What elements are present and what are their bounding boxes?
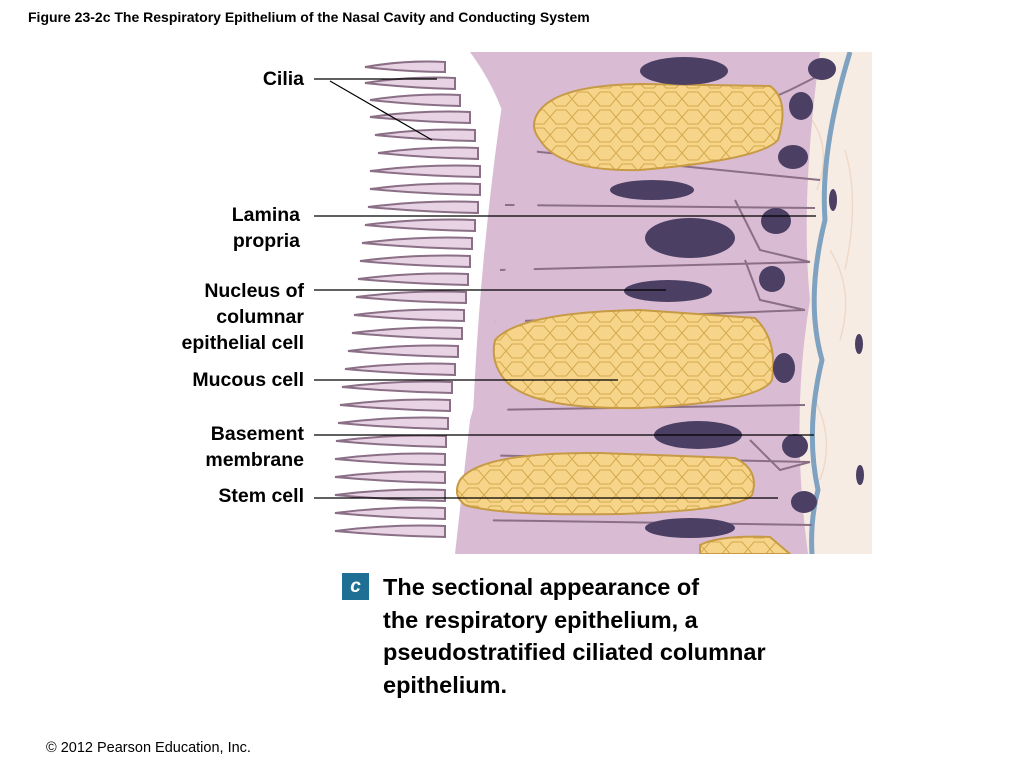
caption-line: epithelium. <box>383 671 508 698</box>
figure-caption: The sectional appearance of the respirat… <box>383 571 853 701</box>
columnar-nucleus <box>645 218 735 258</box>
label-cilia: Cilia <box>262 68 304 90</box>
lamina-nucleus <box>856 465 864 485</box>
stem-nucleus <box>791 491 817 513</box>
caption-line: the respiratory epithelium, a <box>383 606 698 633</box>
label-lamina-propria: Lamina propria <box>231 204 300 252</box>
stem-nucleus <box>789 92 813 120</box>
mucous-cell <box>699 535 792 554</box>
label-mucous-cell: Mucous cell <box>192 369 304 391</box>
label-nucleus: Nucleus of columnar epithelial cell <box>181 280 304 354</box>
columnar-nucleus <box>610 180 694 200</box>
basement-membrane-line <box>809 52 853 554</box>
columnar-nucleus <box>645 518 735 538</box>
stem-nucleus <box>773 353 795 383</box>
cilia-leader <box>314 78 437 141</box>
stem-nucleus <box>759 266 785 292</box>
caption-line: The sectional appearance of <box>383 574 700 600</box>
mucous-cell <box>492 308 775 410</box>
columnar-nucleus <box>640 57 728 85</box>
mucous-cell <box>455 451 755 516</box>
lamina-nucleus <box>829 189 837 211</box>
mucous-cell <box>533 82 784 172</box>
panel-badge: c <box>342 573 369 600</box>
figure-title: Figure 23-2c The Respiratory Epithelium … <box>28 9 590 25</box>
stem-nucleus <box>761 208 791 234</box>
label-stem-cell: Stem cell <box>218 485 304 507</box>
copyright-notice: © 2012 Pearson Education, Inc. <box>46 740 251 756</box>
stem-nucleus <box>778 145 808 169</box>
cilia-fringe <box>334 60 481 539</box>
label-basement-membrane: Basement membrane <box>205 423 304 471</box>
stem-nucleus <box>808 58 836 80</box>
columnar-nucleus <box>624 280 712 302</box>
lamina-nucleus <box>855 334 863 354</box>
stem-nucleus <box>782 434 808 458</box>
caption-line: pseudostratified ciliated columnar <box>383 639 766 665</box>
